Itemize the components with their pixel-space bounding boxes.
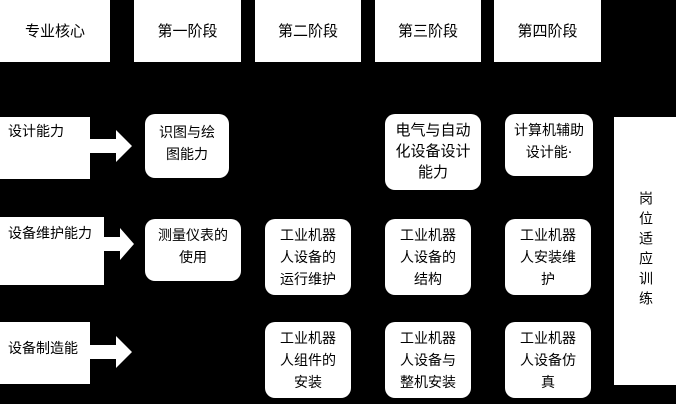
header-core: 专业核心 xyxy=(0,0,110,62)
stage4-computer-aided-design: 计算机辅助设计能· xyxy=(505,114,593,176)
stage3-electrical-design: 电气与自动化设备设计能力 xyxy=(385,114,481,190)
header-stage-4: 第四阶段 xyxy=(494,0,601,62)
stage2-robot-operation-maintenance: 工业机器人设备的运行维护 xyxy=(265,219,351,295)
core-design-ability: 设计能力 xyxy=(0,117,90,179)
core-maintenance-ability: 设备维护能力 xyxy=(0,217,104,285)
stage2-robot-component-install: 工业机器人组件的安装 xyxy=(265,322,351,398)
header-stage-2: 第二阶段 xyxy=(255,0,361,62)
stage1-drawing: 识图与绘图能力 xyxy=(145,114,229,178)
stage3-robot-assembly: 工业机器人设备与整机安装 xyxy=(385,322,471,398)
stage4-robot-installation-maintenance: 工业机器人安装维护 xyxy=(505,219,591,295)
arrow-right-icon xyxy=(104,228,134,260)
side-post-adaptation-training: 岗位适应训练 xyxy=(614,117,676,385)
core-manufacturing-ability: 设备制造能 xyxy=(0,322,90,384)
stage3-robot-structure: 工业机器人设备的结构 xyxy=(385,219,471,295)
arrow-right-icon xyxy=(90,336,132,368)
stage1-instruments: 测量仪表的使用 xyxy=(145,219,241,281)
stage4-robot-simulation: 工业机器人设备仿真 xyxy=(505,322,591,398)
arrow-right-icon xyxy=(90,130,132,162)
header-stage-1: 第一阶段 xyxy=(134,0,241,62)
header-stage-3: 第三阶段 xyxy=(375,0,481,62)
